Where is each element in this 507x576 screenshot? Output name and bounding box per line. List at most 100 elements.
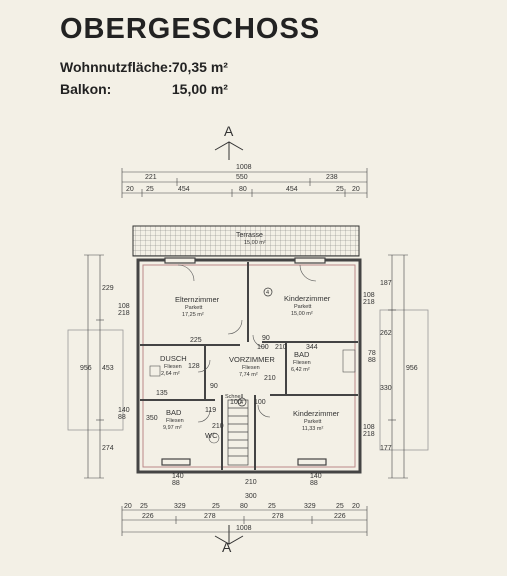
stair-label: Schnell bbox=[225, 394, 243, 400]
dim-left-outer: 956 bbox=[80, 365, 92, 372]
dim-top-r3-d: 80 bbox=[239, 186, 247, 193]
dim-misc-13: 210 bbox=[275, 344, 287, 351]
dim-misc-0: 108 bbox=[118, 303, 130, 310]
dim-misc-26: 100 bbox=[254, 399, 266, 406]
dim-top-r2-c: 238 bbox=[326, 174, 338, 181]
toilet-fixture bbox=[208, 432, 220, 444]
dim-bot-r1-e: 80 bbox=[240, 503, 248, 510]
section-marker-bottom: A bbox=[222, 539, 232, 555]
dim-top-r2-b: 550 bbox=[236, 174, 248, 181]
dim-right-mid: 330 bbox=[380, 385, 392, 392]
bottom-dimension-lines bbox=[121, 506, 368, 536]
room-bad1-area: 9,97 m² bbox=[163, 425, 182, 431]
terrace-area: 15,00 m² bbox=[244, 240, 266, 246]
staircase bbox=[227, 399, 249, 466]
dim-bot-r1-c: 329 bbox=[174, 503, 186, 510]
dim-bot-r2-d: 226 bbox=[334, 513, 346, 520]
left-dimension-lines bbox=[84, 254, 104, 479]
dim-misc-14: 90 bbox=[210, 383, 218, 390]
living-area-row: Wohnnutzfläche: 70,35 m² bbox=[60, 56, 320, 78]
dim-misc-24: 300 bbox=[245, 493, 257, 500]
balcony-label: Balkon: bbox=[60, 81, 112, 97]
room-bad1-name: BAD bbox=[166, 408, 182, 417]
room-kind1-name: Kinderzimmer bbox=[284, 294, 331, 303]
outer-walls bbox=[136, 258, 362, 474]
dim-top-r3-b: 25 bbox=[146, 186, 154, 193]
section-arrow-top-icon bbox=[214, 141, 244, 151]
bathtub-fixture bbox=[342, 349, 356, 373]
room-vorzimmer-area: 7,74 m² bbox=[239, 372, 258, 378]
dim-misc-5: 88 bbox=[118, 414, 126, 421]
room-kind2-name: Kinderzimmer bbox=[293, 409, 340, 418]
terrace bbox=[132, 225, 360, 257]
dim-bot-r1-h: 25 bbox=[336, 503, 344, 510]
dim-misc-11: 100 bbox=[257, 344, 269, 351]
dim-right-inner-c: 177 bbox=[380, 445, 392, 452]
living-area-label: Wohnnutzfläche: bbox=[60, 59, 173, 75]
room-wc-name: WC bbox=[205, 431, 218, 440]
windows bbox=[161, 257, 327, 466]
dim-misc-29: 210 bbox=[212, 423, 224, 430]
dim-misc-4: 140 bbox=[118, 407, 130, 414]
dim-top-r3-e: 454 bbox=[286, 186, 298, 193]
room-kind1-floor: Parkett bbox=[294, 304, 312, 310]
room-bad2-area: 6,42 m² bbox=[291, 367, 310, 373]
living-area-value: 70,35 m² bbox=[171, 59, 228, 75]
room-bad1-floor: Fliesen bbox=[166, 418, 184, 424]
dim-left-inner-c: 274 bbox=[102, 445, 114, 452]
room-vorzimmer-floor: Fliesen bbox=[242, 365, 260, 371]
dim-misc-28: 90 bbox=[262, 335, 270, 342]
balcony-row: Balkon: 15,00 m² bbox=[60, 78, 320, 100]
dim-misc-12: 344 bbox=[306, 344, 318, 351]
room-kind2-area: 11,33 m² bbox=[302, 426, 323, 432]
dim-misc-10: 225 bbox=[190, 337, 202, 344]
dim-bot-r2-a: 226 bbox=[142, 513, 154, 520]
dim-misc-20: 88 bbox=[172, 480, 180, 487]
interior-walls bbox=[140, 262, 358, 470]
dim-misc-6: 108 bbox=[363, 424, 375, 431]
room-vorzimmer-name: VORZIMMER bbox=[229, 355, 275, 364]
terrace-label: Terrasse bbox=[236, 232, 263, 239]
dim-bot-r1-f: 25 bbox=[268, 503, 276, 510]
dim-misc-17: 128 bbox=[188, 363, 200, 370]
room-bad2-name: BAD bbox=[294, 350, 310, 359]
page-title: OBERGESCHOSS bbox=[60, 13, 321, 45]
room-dusch-area: 2,64 m² bbox=[161, 371, 180, 377]
marker-circle-1 bbox=[263, 287, 273, 297]
room-bad2-floor: Fliesen bbox=[293, 360, 311, 366]
door-swings bbox=[177, 264, 317, 423]
dim-top-total: 1008 bbox=[236, 164, 252, 171]
room-eltern-area: 17,25 m² bbox=[182, 312, 204, 318]
dim-top-r3-a: 20 bbox=[126, 186, 134, 193]
dim-misc-22: 88 bbox=[310, 480, 318, 487]
room-dusch-floor: Fliesen bbox=[164, 364, 182, 370]
room-kind1-area: 15,00 m² bbox=[291, 311, 313, 317]
area-summary: Wohnnutzfläche: 70,35 m² Balkon: 15,00 m… bbox=[60, 56, 320, 100]
room-kind2-floor: Parkett bbox=[304, 419, 322, 425]
dim-misc-1: 218 bbox=[118, 310, 130, 317]
dim-misc-7: 218 bbox=[363, 431, 375, 438]
dim-top-r2-a: 221 bbox=[145, 174, 157, 181]
marker-1-label: 4 bbox=[266, 290, 269, 296]
dim-bot-r2-b: 278 bbox=[204, 513, 216, 520]
dim-bot-r1-d: 25 bbox=[212, 503, 220, 510]
dim-misc-21: 140 bbox=[310, 473, 322, 480]
side-balcony-left bbox=[67, 329, 124, 431]
dim-top-r3-c: 454 bbox=[178, 186, 190, 193]
dim-bot-r1-b: 25 bbox=[140, 503, 148, 510]
section-marker-top: A bbox=[224, 123, 234, 139]
dim-right-inner-b: 262 bbox=[380, 330, 392, 337]
shower-fixture bbox=[149, 365, 161, 377]
dim-right-outer: 956 bbox=[406, 365, 418, 372]
dim-misc-9: 88 bbox=[368, 357, 376, 364]
dim-misc-16: 119 bbox=[205, 407, 216, 414]
room-eltern-floor: Parkett bbox=[185, 305, 203, 311]
dim-bot-r1-a: 20 bbox=[124, 503, 132, 510]
dim-misc-23: 210 bbox=[245, 479, 257, 486]
dim-misc-19: 140 bbox=[172, 473, 184, 480]
dim-right-inner-a: 187 bbox=[380, 280, 392, 287]
dim-misc-18: 350 bbox=[146, 415, 158, 422]
dim-misc-25: 100 bbox=[230, 399, 242, 406]
top-dimension-lines bbox=[121, 168, 368, 198]
